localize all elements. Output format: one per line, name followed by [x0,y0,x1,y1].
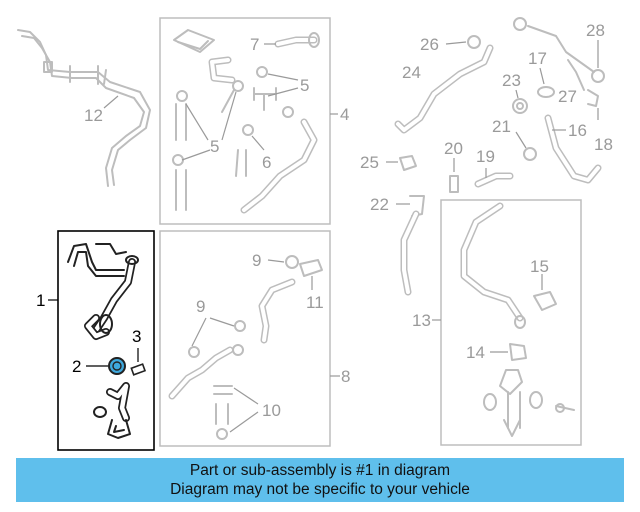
parts-diagram: 12 7 5 5 6 4 [17,17,613,451]
part-1-assembly[interactable] [67,243,147,439]
callout-14: 14 [466,343,485,362]
callout-2: 2 [72,357,81,376]
part-2-clamp[interactable] [108,357,126,375]
group-4-parts[interactable] [172,29,320,214]
leader-26 [445,41,467,45]
callout-13: 13 [412,311,431,330]
callout-20: 20 [444,139,463,158]
leader-5b [185,103,209,141]
group-box-13 [440,199,582,446]
leader-5b3 [181,149,211,161]
banner-line-1: Part or sub-assembly is #1 in diagram [189,462,451,479]
callout-21: 21 [492,117,511,136]
leader-17 [539,67,545,85]
callout-4: 4 [340,105,349,124]
leader-5a [267,73,299,81]
leader-9b [191,317,207,347]
leader-21 [515,131,527,149]
callout-10: 10 [262,401,281,420]
callout-5a: 5 [300,76,309,95]
leader-10b [229,411,259,433]
callout-1: 1 [36,291,45,310]
leader-12 [103,95,119,109]
callout-24: 24 [402,63,421,82]
callout-12: 12 [84,106,103,125]
group-box-8 [159,230,331,447]
banner-line-2: Diagram may not be specific to your vehi… [170,481,470,498]
callout-25: 25 [360,153,379,172]
callout-19: 19 [476,147,495,166]
leader-5a2 [267,87,299,97]
leader-6 [251,135,265,151]
right-parts[interactable] [394,17,605,296]
part-3-clip[interactable] [130,363,147,376]
highlight-box-1[interactable] [57,230,155,451]
callout-22: 22 [370,195,389,214]
callout-27: 27 [558,87,577,106]
callout-17: 17 [528,49,547,68]
callout-6: 6 [262,153,271,172]
info-banner: Part or sub-assembly is #1 in diagram Di… [16,458,624,502]
group-13-parts[interactable] [460,202,575,437]
callout-11: 11 [306,293,324,312]
callout-7: 7 [250,35,259,54]
callout-23: 23 [502,71,521,90]
callout-26: 26 [420,35,439,54]
group-8-parts[interactable] [168,255,323,440]
callout-5b: 5 [210,137,219,156]
leader-23 [515,89,519,99]
callout-9b: 9 [196,297,205,316]
leader-10 [233,387,259,405]
callout-15: 15 [530,257,549,276]
callout-28: 28 [586,21,605,40]
leader-5b2 [221,91,237,141]
callout-18: 18 [594,135,613,154]
part-12-pipe[interactable] [17,29,151,187]
callout-3: 3 [132,327,141,346]
callout-16: 16 [568,121,587,140]
callout-8: 8 [341,367,350,386]
leader-9a [267,259,285,263]
callout-9a: 9 [252,251,261,270]
group-box-4 [159,17,331,225]
leader-9b2 [209,317,235,327]
